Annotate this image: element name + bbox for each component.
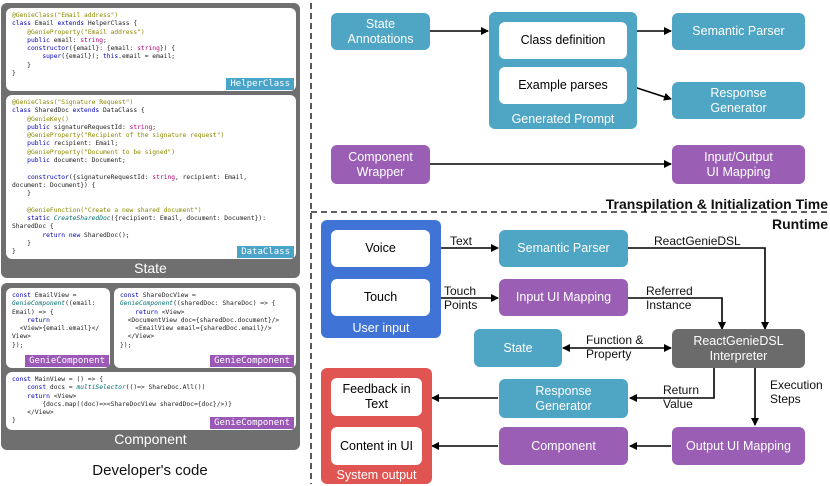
state-runtime-box: State — [474, 329, 562, 367]
code-line: SharedDoc { — [12, 223, 54, 231]
label-return-value: Return Value — [663, 383, 700, 411]
state-panel-title: State — [134, 260, 167, 276]
main-view-code: const MainView = () => { const docs = mu… — [6, 372, 296, 426]
email-view-tag: GenieComponent — [25, 355, 109, 367]
code-line: const ShareDocView = — [120, 292, 196, 299]
interpreter-box: ReactGenieDSL Interpreter — [672, 329, 805, 368]
code-line: public recipient: Email; — [12, 140, 119, 148]
component-wrapper-box: Component Wrapper — [331, 145, 430, 184]
code-line: Email) => { — [12, 308, 54, 316]
code-line: return <View> — [120, 308, 185, 316]
touch-box: Touch — [331, 279, 430, 316]
state-annotations-box: State Annotations — [331, 13, 430, 50]
code-line: @GenieProperty("Email address") — [12, 28, 145, 36]
code-line: @GenieFunction("Create a new shared docu… — [12, 206, 202, 214]
code-line: class Email extends HelperClass { — [12, 20, 138, 28]
email-view-card: const EmailView =GenieComponent((email:E… — [6, 288, 110, 368]
code-line: return new SharedDoc(); — [12, 231, 130, 239]
semantic-parser-runtime-box: Semantic Parser — [499, 230, 628, 267]
code-line: return — [12, 316, 50, 324]
helper-class-card: @GenieClass("Email address")class Email … — [6, 8, 296, 91]
code-line: {docs.map((doc)=><ShareDocView sharedDoc… — [12, 400, 232, 408]
arrow-parser-to-interpreter — [628, 247, 769, 330]
code-line: @GenieClass("Signature Request") — [12, 99, 134, 106]
share-doc-view-card: const ShareDocView =GenieComponent((shar… — [114, 288, 296, 368]
developer-code-caption: Developer's code — [92, 462, 208, 479]
code-line: </View> — [12, 409, 54, 417]
main-view-tag: GenieComponent — [210, 417, 294, 429]
code-line: super({email}); this.email = email; — [12, 53, 176, 61]
code-line: } — [12, 248, 16, 256]
label-react-genie-dsl: ReactGenieDSL — [654, 234, 741, 248]
code-line: constructor({email}: {email: string}) { — [12, 45, 176, 53]
code-line: static CreateSharedDoc({recipient: Email… — [12, 215, 267, 223]
code-line: } — [12, 240, 31, 248]
state-panel: @GenieClass("Email address")class Email … — [1, 3, 300, 278]
code-line: <View>{email.email}</ — [12, 325, 100, 333]
code-line: <EmailView email={sharedDoc.email}/> — [120, 325, 272, 333]
code-line: const docs = multiSelector(()=> ShareDoc… — [12, 384, 206, 392]
response-generator-runtime-box: Response Generator — [499, 379, 628, 418]
label-referred-instance: Referred Instance — [646, 284, 693, 312]
response-generator-top-box: Response Generator — [672, 82, 805, 119]
email-view-code: const EmailView =GenieComponent((email:E… — [6, 288, 110, 350]
code-line: GenieComponent((email: — [12, 300, 96, 308]
label-text: Text — [450, 234, 473, 248]
code-line: }); — [120, 341, 132, 349]
code-line: <DocumentView doc={sharedDoc.document}/> — [120, 316, 280, 324]
content-ui-box: Content in UI — [331, 427, 422, 465]
output-ui-mapping-box: Output UI Mapping — [672, 427, 805, 465]
arrow-interpreter-to-response — [629, 368, 715, 402]
main-view-card: const MainView = () => { const docs = mu… — [6, 372, 296, 430]
code-line: } — [12, 417, 16, 425]
runtime-section-title: Runtime — [772, 216, 828, 232]
code-line: public email: string; — [12, 36, 107, 44]
code-line: } — [12, 61, 31, 69]
code-line: @GenieProperty("Document to be signed") — [12, 148, 176, 156]
code-line: @GenieProperty("Recipient of the signatu… — [12, 132, 225, 140]
data-class-tag: DataClass — [237, 246, 294, 258]
semantic-parser-top-box: Semantic Parser — [672, 13, 805, 50]
code-line: }); — [12, 341, 24, 349]
io-ui-mapping-box: Input/Output UI Mapping — [672, 145, 805, 184]
class-definition-box: Class definition — [499, 22, 627, 59]
code-line: class SharedDoc extends DataClass { — [12, 107, 145, 115]
code-line: </View> — [120, 333, 155, 341]
label-execution-steps: Execution Steps — [770, 378, 823, 406]
voice-box: Voice — [331, 230, 430, 267]
component-panel: const EmailView =GenieComponent((email:E… — [1, 283, 300, 450]
code-line: const MainView = () => { — [12, 376, 103, 383]
component-panel-title: Component — [114, 431, 187, 447]
arrow-input-mapping-to-interpreter — [628, 297, 726, 330]
component-runtime-box: Component — [499, 427, 628, 465]
share-doc-view-tag: GenieComponent — [210, 355, 294, 367]
code-line: } — [12, 190, 31, 198]
code-line: public signatureRequestId: string; — [12, 123, 157, 131]
feedback-text-box: Feedback in Text — [331, 378, 422, 416]
helper-class-tag: HelperClass — [226, 78, 294, 90]
label-touch-points: Touch Points — [444, 284, 478, 312]
code-line: const EmailView = — [12, 292, 77, 299]
code-line: constructor({signatureRequestId: string,… — [12, 173, 248, 181]
helper-class-code: @GenieClass("Email address")class Email … — [6, 8, 296, 78]
share-doc-view-code: const ShareDocView =GenieComponent((shar… — [114, 288, 296, 350]
code-line: public document: Document; — [12, 157, 126, 165]
code-line: } — [12, 70, 16, 78]
transpilation-section-title: Transpilation & Initialization Time — [605, 196, 828, 212]
code-line: return <View> — [12, 392, 77, 400]
input-ui-mapping-box: Input UI Mapping — [499, 279, 628, 316]
system-output-label: System output — [336, 468, 417, 482]
code-line: @GenieClass("Email address") — [12, 12, 119, 19]
user-input-label: User input — [352, 321, 410, 335]
generated-prompt-label: Generated Prompt — [511, 112, 615, 126]
data-class-code: @GenieClass("Signature Request")class Sh… — [6, 95, 296, 257]
code-line: GenieComponent((sharedDoc: ShareDoc) => … — [120, 300, 276, 308]
code-line: document: Document}) { — [12, 181, 96, 189]
label-function-property: Function & Property — [586, 333, 644, 361]
code-line: View> — [12, 333, 31, 341]
code-line: @GenieKey() — [12, 115, 69, 123]
example-parses-box: Example parses — [499, 67, 627, 104]
data-class-card: @GenieClass("Signature Request")class Sh… — [6, 95, 296, 259]
